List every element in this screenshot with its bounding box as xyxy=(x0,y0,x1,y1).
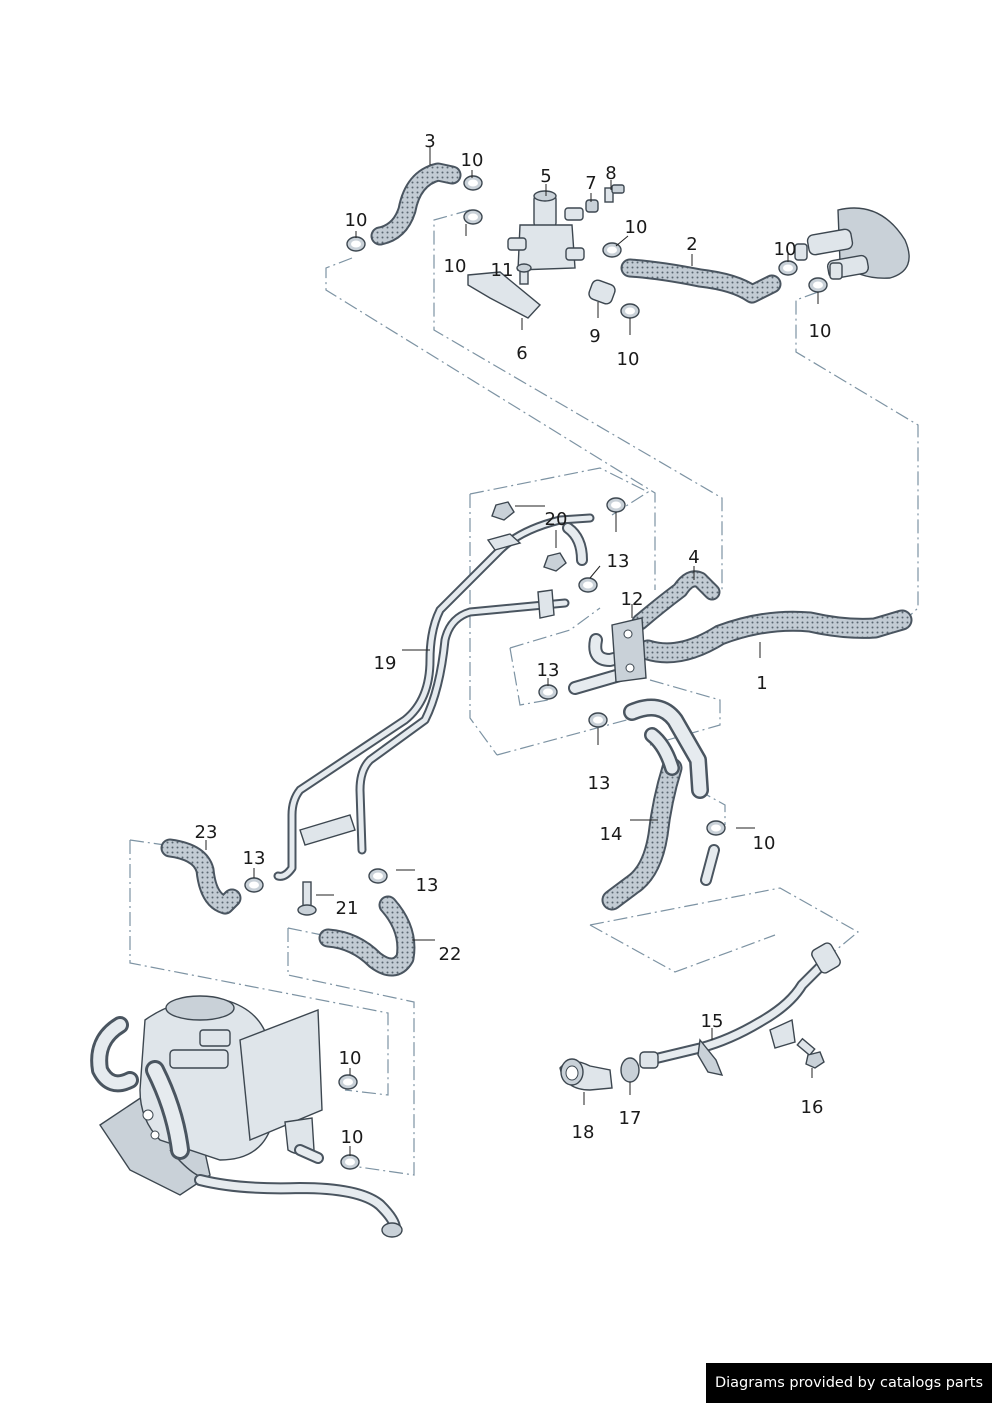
callout-18: 18 xyxy=(572,1122,595,1143)
bolt-icon xyxy=(604,184,625,203)
callout-4: 4 xyxy=(688,547,699,568)
clamp-icon xyxy=(778,260,798,276)
clamp-icon xyxy=(368,868,388,884)
callout-10: 10 xyxy=(617,349,640,370)
clamp-icon xyxy=(338,1074,358,1090)
clamp-icon xyxy=(602,242,622,258)
callout-10: 10 xyxy=(774,239,797,260)
callout-23: 23 xyxy=(195,822,218,843)
callout-13: 13 xyxy=(537,660,560,681)
clamp-icon xyxy=(706,820,726,836)
callout-12: 12 xyxy=(621,589,644,610)
callout-13: 13 xyxy=(607,551,630,572)
callout-14: 14 xyxy=(600,824,623,845)
components xyxy=(90,184,910,1238)
clamp-icon xyxy=(463,209,483,225)
callout-8: 8 xyxy=(605,163,616,184)
callout-7: 7 xyxy=(585,173,596,194)
clamp-icon xyxy=(620,303,640,319)
callout-21: 21 xyxy=(336,898,359,919)
clamp-icon xyxy=(463,175,483,191)
clamp-icon xyxy=(606,497,626,513)
callout-10: 10 xyxy=(461,150,484,171)
clamp-icon xyxy=(346,236,366,252)
callout-9: 9 xyxy=(589,326,600,347)
callout-10: 10 xyxy=(341,1127,364,1148)
leader-lines xyxy=(205,147,819,1156)
elbow-fitting-icon xyxy=(559,1058,613,1091)
callout-10: 10 xyxy=(753,833,776,854)
callout-2: 2 xyxy=(686,234,697,255)
bulkhead-grommet-icon xyxy=(794,207,910,280)
assembly-dashed-lines xyxy=(129,209,919,1176)
cap-icon xyxy=(585,199,599,213)
callout-5: 5 xyxy=(540,166,551,187)
clamp-icon xyxy=(578,577,598,593)
callout-10: 10 xyxy=(345,210,368,231)
screw-icon xyxy=(516,263,532,285)
bracket-nut-icon xyxy=(486,501,567,619)
callout-10: 10 xyxy=(809,321,832,342)
connector-icon xyxy=(588,279,616,305)
callout-13: 13 xyxy=(416,875,439,896)
callout-11: 11 xyxy=(491,260,514,281)
callout-22: 22 xyxy=(439,944,462,965)
valve-icon xyxy=(507,190,585,271)
clamp-icon xyxy=(588,712,608,728)
callout-1: 1 xyxy=(756,673,767,694)
rigid-pipes xyxy=(273,513,828,1076)
callout-10: 10 xyxy=(625,217,648,238)
callout-labels: 3 10 10 5 7 8 10 2 10 10 11 10 9 6 10 20… xyxy=(195,131,832,1148)
callout-20: 20 xyxy=(545,509,568,530)
bolt-icon xyxy=(297,881,317,916)
coolant-hoses xyxy=(160,162,913,977)
flange-icon xyxy=(611,617,647,683)
clamp-icon xyxy=(340,1154,360,1170)
bracket-icon xyxy=(467,271,542,319)
callout-19: 19 xyxy=(374,653,397,674)
clamp-icon xyxy=(244,877,264,893)
clamp-icon xyxy=(620,1057,640,1083)
clamp-icon xyxy=(808,277,828,293)
bolt-icon xyxy=(796,1037,825,1069)
callout-13: 13 xyxy=(588,773,611,794)
callout-10: 10 xyxy=(444,256,467,277)
clamp-icon xyxy=(538,684,558,700)
hose-clamps xyxy=(244,175,828,1170)
auxiliary-heater-unit-icon xyxy=(90,995,403,1238)
callout-10: 10 xyxy=(339,1048,362,1069)
callout-13: 13 xyxy=(243,848,266,869)
watermark-text: Diagrams provided by catalogs parts xyxy=(714,1375,984,1391)
callout-17: 17 xyxy=(619,1108,642,1129)
callout-3: 3 xyxy=(424,131,435,152)
callout-16: 16 xyxy=(801,1097,824,1118)
callout-6: 6 xyxy=(516,343,527,364)
watermark-badge: Diagrams provided by catalogs parts xyxy=(706,1363,992,1403)
callout-15: 15 xyxy=(701,1011,724,1032)
